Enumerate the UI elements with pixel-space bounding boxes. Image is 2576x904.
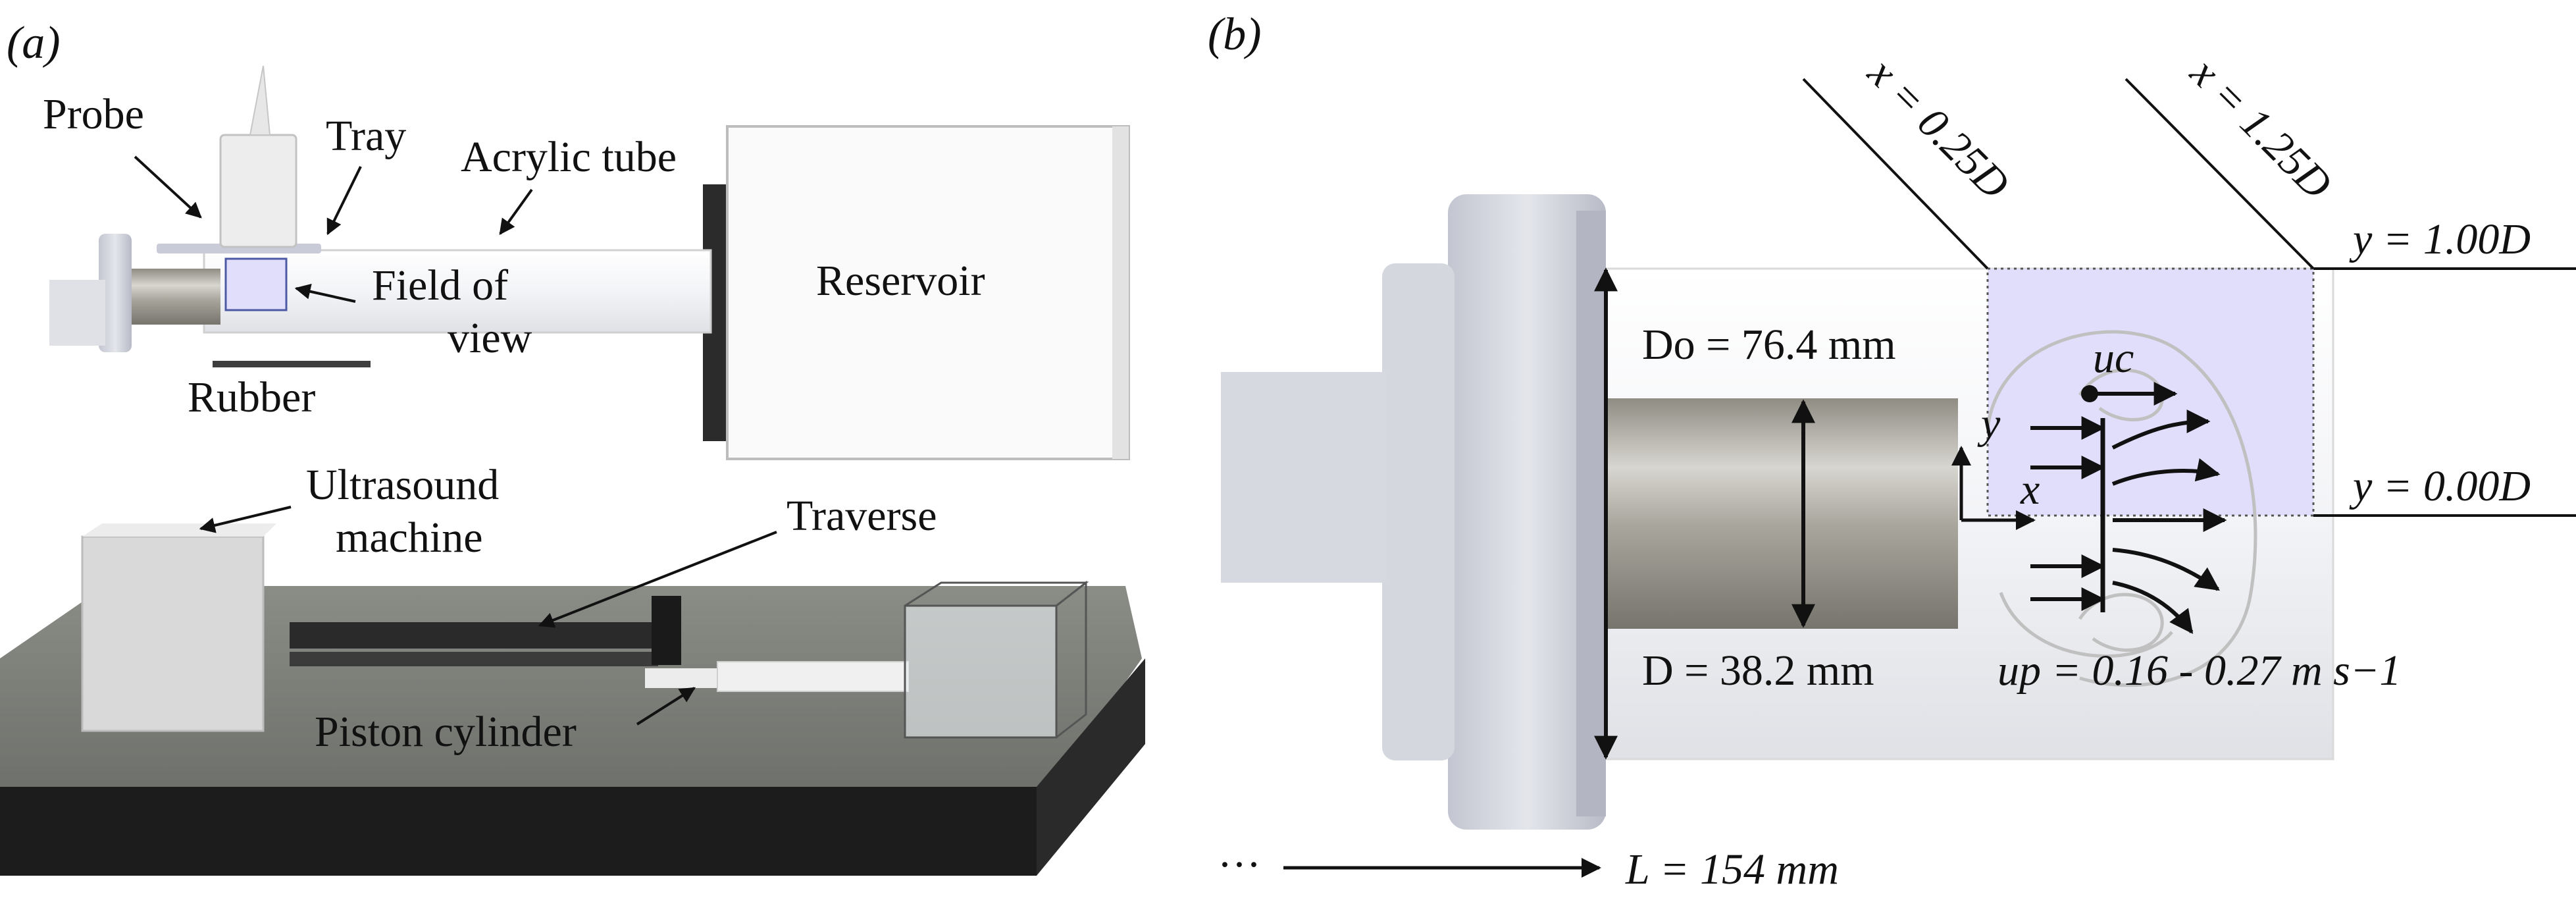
ultrasound-machine (81, 535, 265, 732)
reservoir-side-panel (1112, 126, 1129, 459)
table-front (0, 787, 1037, 876)
end-flange-1 (99, 234, 132, 352)
length-label: L = 154 mm (1625, 845, 1839, 893)
probe-tip (249, 65, 271, 136)
piston-rod (645, 668, 717, 688)
traverse-leader (538, 531, 777, 628)
inner-piston (115, 269, 220, 325)
do-label: Do = 76.4 mm (1642, 321, 1896, 369)
axis-y-label: y (1977, 400, 2001, 448)
ultrasound-top (82, 523, 276, 537)
traverse-rail-2 (290, 652, 658, 666)
rig-top-view (49, 65, 1130, 460)
x-025-label: x = 0.25D (1859, 48, 2019, 208)
end-flange-2 (49, 280, 105, 346)
up-label: up = 0.16 - 0.27 m s−1 (1997, 647, 2401, 695)
tray-label: Tray (326, 112, 406, 160)
probe-label: Probe (43, 90, 144, 138)
ultrasound-label-line2: machine (336, 514, 483, 562)
panel-b: (b) x = 0.25D x = 1.25D y = 1.00D y = 0.… (1208, 9, 2576, 893)
y-000-label: y = 0.00D (2349, 462, 2531, 510)
large-flange (1448, 194, 1606, 830)
probe-leader (134, 155, 202, 219)
tray-leader (326, 166, 362, 236)
probe-body (219, 134, 297, 248)
field-of-view-label-line1: Field of (372, 261, 508, 309)
ultrasound-leader (199, 506, 292, 533)
iso-tube (717, 661, 909, 692)
acrylic-tube-label: Acrylic tube (461, 133, 677, 181)
reservoir-box (726, 125, 1130, 460)
x-025-line (1802, 78, 1989, 270)
ellipsis: ··· (1218, 841, 1261, 889)
small-flange (1382, 263, 1455, 760)
d-label: D = 38.2 mm (1642, 647, 1874, 695)
large-flange-rim (1576, 211, 1606, 816)
traverse-motor (652, 596, 681, 665)
rubber-strip (213, 361, 371, 367)
iso-reservoir (904, 604, 1058, 739)
table-top (0, 586, 1142, 813)
acrylic-tube-leader (499, 188, 533, 235)
piston-cylinder-leader (636, 687, 696, 726)
rig-iso-view (0, 523, 1145, 876)
field-of-view-label-line2: view (448, 314, 532, 362)
x-125-label: x = 1.25D (2181, 48, 2341, 208)
iso-reservoir-side (1056, 580, 1087, 739)
field-of-view-leader (294, 283, 356, 303)
traverse-label: Traverse (786, 492, 937, 540)
panel-b-tag: (b) (1208, 9, 1262, 60)
ultrasound-label-line1: Ultrasound (306, 461, 499, 509)
panel-a-tag: (a) (7, 18, 61, 68)
table-side (1037, 658, 1145, 876)
uc-label: uc (2093, 334, 2134, 382)
piston-cylinder-label: Piston cylinder (315, 708, 577, 756)
inner-cylinder (1606, 398, 1958, 629)
stub-pipe (1221, 372, 1385, 583)
y-100-label: y = 1.00D (2349, 215, 2531, 263)
x-125-line (2125, 78, 2315, 270)
panel-a: (a) Probe Tray Acrylic tube Field of vie… (0, 18, 1145, 876)
field-of-view-box (224, 257, 288, 311)
axis-x-label: x (2020, 465, 2040, 514)
reservoir-label: Reservoir (816, 257, 985, 305)
rubber-label: Rubber (188, 373, 315, 421)
flow-arrows (2030, 410, 2227, 634)
traverse-rail (290, 622, 658, 649)
